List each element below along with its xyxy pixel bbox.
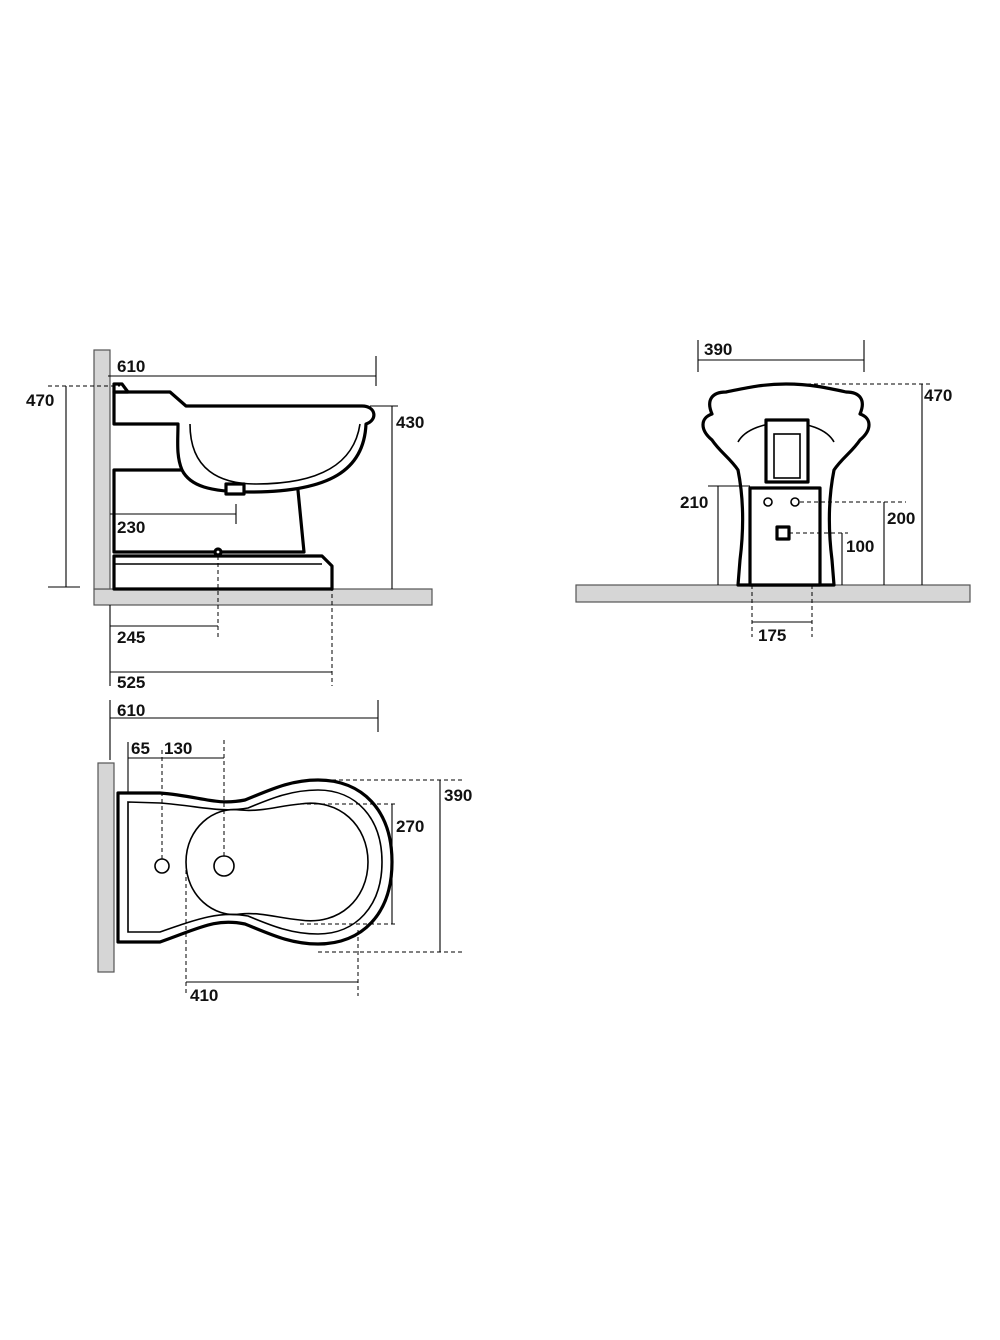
side-pedestal	[112, 554, 334, 591]
front-supply-right	[790, 497, 800, 507]
plan-dim-390: 390	[444, 786, 472, 805]
front-dim-470: 470	[924, 386, 952, 405]
side-elevation: 610 470 430 230 245 525	[26, 349, 433, 692]
front-dim-100: 100	[846, 537, 874, 556]
side-dim-610: 610	[117, 357, 145, 376]
front-dim-200: 200	[887, 509, 915, 528]
front-supply-left	[763, 497, 773, 507]
front-dim-175: 175	[758, 626, 786, 645]
front-dim-210: 210	[680, 493, 708, 512]
side-tap-block	[112, 382, 130, 394]
front-floor	[575, 584, 971, 603]
plan-dim-410: 410	[190, 986, 218, 1005]
plan-dim-270: 270	[396, 817, 424, 836]
side-wall	[93, 349, 111, 590]
front-waste	[775, 525, 791, 541]
front-dim-390: 390	[704, 340, 732, 359]
front-elevation: 390 470 210 200 100 175	[575, 340, 971, 645]
side-dim-470: 470	[26, 391, 54, 410]
plan-dim-65: 65	[131, 739, 150, 758]
plan-wall	[97, 762, 115, 973]
plan-bowl	[185, 802, 369, 922]
plan-dim-130: 130	[164, 739, 192, 758]
side-dim-230: 230	[117, 518, 145, 537]
side-dim-525: 525	[117, 673, 145, 692]
side-waste-outlet	[224, 482, 246, 496]
side-bowl-inner	[189, 423, 361, 485]
side-dim-245: 245	[117, 628, 145, 647]
side-waste-marker	[213, 547, 223, 557]
front-tap-slot	[764, 418, 810, 484]
plan-dim-610: 610	[117, 701, 145, 720]
side-dim-430: 430	[396, 413, 424, 432]
side-bowl	[112, 390, 376, 494]
side-floor	[93, 588, 433, 606]
plan-view: 610 65 130 390 270 410	[97, 700, 472, 1005]
plan-rim-edge	[127, 789, 383, 935]
front-tap-inner	[773, 433, 801, 479]
